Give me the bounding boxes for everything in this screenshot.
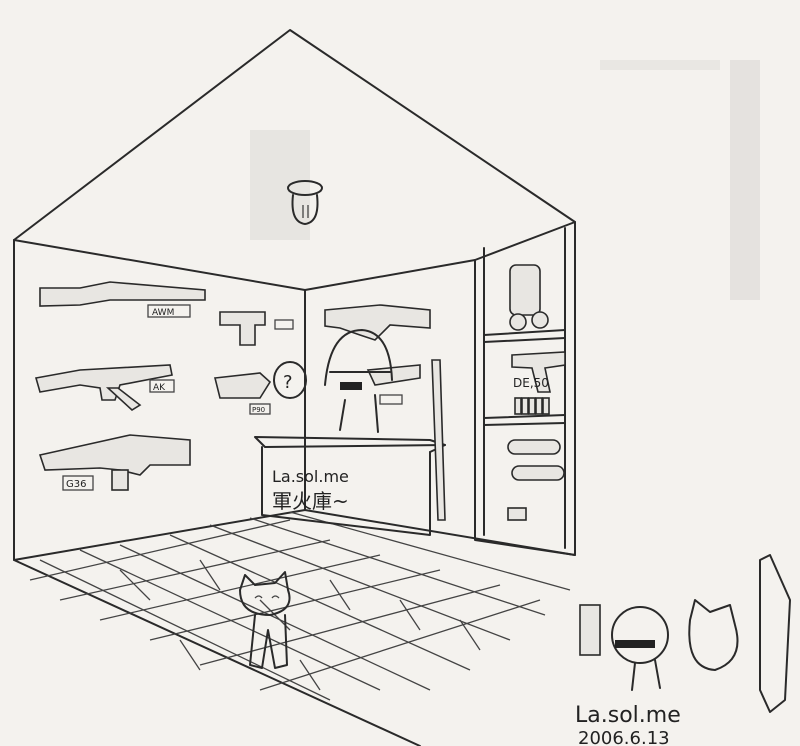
floor-planks — [29, 511, 571, 701]
sniper-rifle — [431, 359, 446, 521]
g36-label: G36 — [66, 479, 86, 490]
awm-label: AWM — [152, 308, 174, 318]
wall-guns: AWM AK G36 P90 — [34, 281, 431, 491]
ak-label: AK — [153, 383, 166, 393]
speech-bubble-text: ? — [283, 372, 293, 393]
p90-label: P90 — [252, 406, 265, 414]
counter: La.sol.me 軍火庫~ — [254, 359, 446, 536]
signature-characters — [579, 554, 791, 713]
counter-sign-title: 軍火庫~ — [272, 489, 349, 513]
machete — [759, 554, 791, 713]
signature-date: 2006.6.13 — [578, 728, 670, 746]
house-outline — [13, 29, 576, 746]
speech-bubble — [273, 361, 307, 399]
bullets — [514, 397, 550, 415]
shopkeeper: ? — [273, 329, 393, 433]
signature-name: La.sol.me — [575, 703, 681, 728]
display-shelf: DE,50 — [474, 221, 576, 556]
counter-sign-name: La.sol.me — [272, 467, 349, 486]
awm-tag — [147, 304, 191, 318]
pistol-label: DE,50 — [513, 376, 549, 390]
cat-character — [239, 571, 291, 669]
background-print — [250, 60, 760, 300]
ceiling-lamp-icon — [287, 180, 323, 225]
